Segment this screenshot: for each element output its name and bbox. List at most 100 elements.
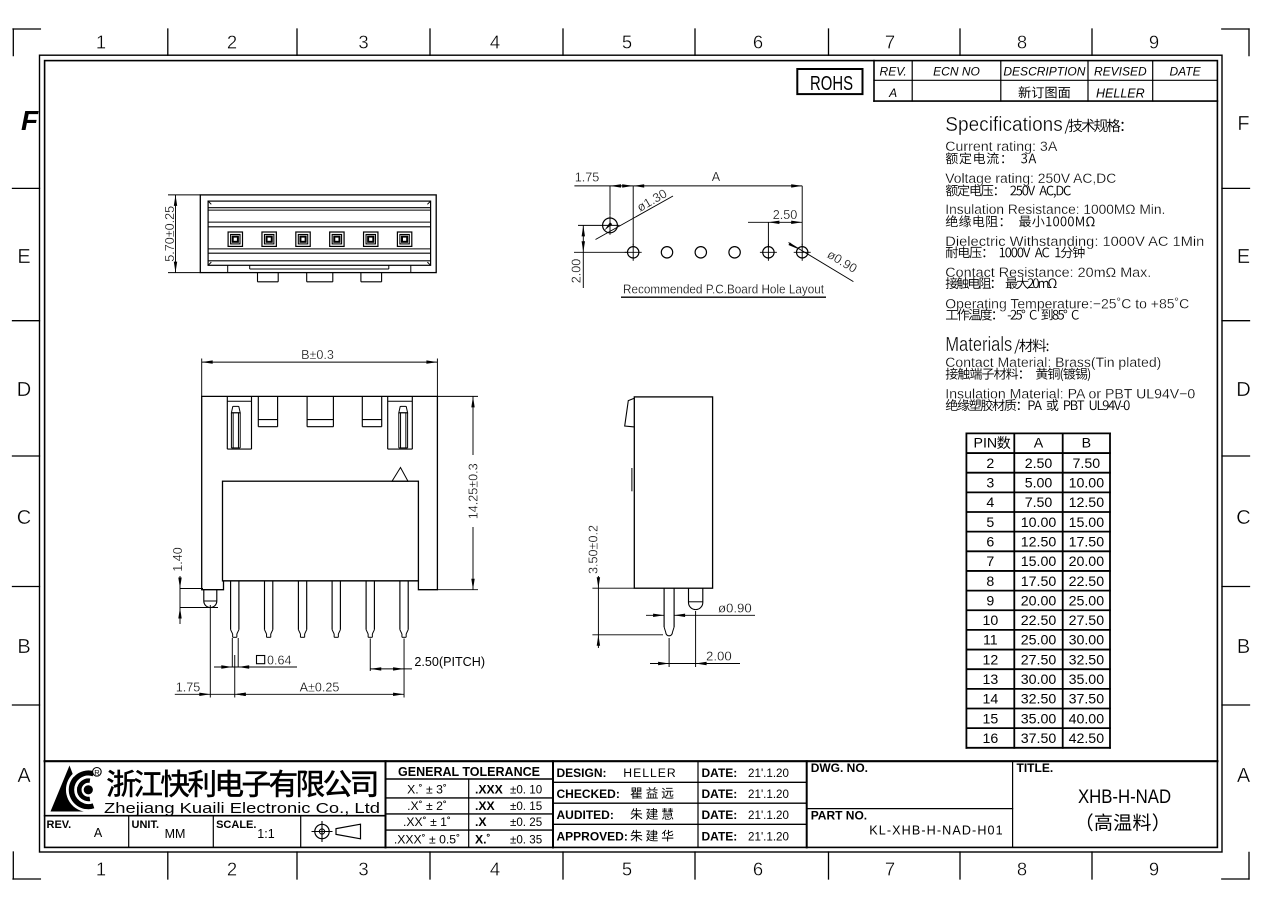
svg-text:4: 4: [490, 859, 500, 880]
svg-text:30.00: 30.00: [1069, 633, 1105, 649]
svg-text:Contact Material: Brass(Tin: Contact Material: Brass(Tin plated): [945, 355, 1161, 371]
svg-text:10.00: 10.00: [1069, 476, 1105, 492]
svg-text:±0. 25: ±0. 25: [510, 816, 542, 829]
svg-text:4: 4: [986, 495, 994, 511]
svg-text:±0. 35: ±0. 35: [510, 834, 542, 847]
svg-text:2: 2: [227, 32, 237, 53]
svg-text:DATE:: DATE:: [702, 787, 738, 801]
svg-text:9: 9: [1149, 859, 1159, 880]
svg-text:27.50: 27.50: [1069, 613, 1105, 629]
svg-text:R: R: [94, 768, 100, 777]
svg-text:6: 6: [753, 32, 763, 53]
svg-text:A: A: [712, 170, 721, 184]
svg-text:Specifications: Specifications: [945, 114, 1063, 136]
svg-text:32.50: 32.50: [1069, 652, 1105, 668]
svg-text:.XX˚ ± 1˚: .XX˚ ± 1˚: [403, 815, 451, 829]
svg-text:REV.: REV.: [880, 65, 907, 79]
svg-text:TITLE.: TITLE.: [1017, 761, 1054, 775]
svg-text:C: C: [1236, 507, 1250, 529]
svg-text:DWG. NO.: DWG. NO.: [811, 761, 868, 775]
svg-text:±0. 10: ±0. 10: [510, 784, 542, 797]
svg-text:Voltage rating: 250V AC,DC: Voltage rating: 250V AC,DC: [945, 171, 1116, 187]
svg-text:2.50(PITCH): 2.50(PITCH): [414, 655, 485, 669]
svg-text:A±0.25: A±0.25: [300, 680, 340, 694]
svg-text:2: 2: [986, 456, 994, 472]
svg-text:25.00: 25.00: [1069, 593, 1105, 609]
svg-text:DATE: DATE: [1169, 65, 1201, 79]
svg-text:37.50: 37.50: [1021, 731, 1057, 747]
svg-text:2.00: 2.00: [569, 259, 583, 284]
svg-text:21'.1.20: 21'.1.20: [748, 831, 789, 844]
svg-text:UNIT.: UNIT.: [132, 819, 160, 831]
svg-text:27.50: 27.50: [1021, 652, 1057, 668]
svg-text:3: 3: [986, 476, 994, 492]
svg-text:XHB-H-NAD: XHB-H-NAD: [1078, 786, 1171, 807]
svg-text:5: 5: [986, 515, 994, 531]
svg-text:40.00: 40.00: [1069, 711, 1105, 727]
svg-text:DESIGN:: DESIGN:: [557, 766, 607, 780]
svg-text:.XXX: .XXX: [475, 783, 504, 797]
svg-text:.X˚ ± 2˚: .X˚ ± 2˚: [407, 799, 447, 813]
svg-text:1:1: 1:1: [257, 827, 274, 841]
svg-text:±0. 15: ±0. 15: [510, 800, 542, 813]
svg-text:20.00: 20.00: [1021, 593, 1057, 609]
svg-text:6: 6: [986, 534, 994, 550]
svg-text:DATE:: DATE:: [702, 830, 738, 844]
svg-text:DATE:: DATE:: [702, 766, 738, 780]
svg-text:1.75: 1.75: [575, 171, 600, 185]
svg-text:Zhejiang Kuaili Electronic: Zhejiang Kuaili Electronic Co., Ltd: [104, 801, 380, 817]
svg-text:2.50: 2.50: [773, 208, 798, 222]
svg-text:10.00: 10.00: [1021, 515, 1057, 531]
svg-text:Operating Temperature:−25˚C: Operating Temperature:−25˚C to +85˚C: [945, 297, 1189, 313]
svg-text:REVISED: REVISED: [1094, 65, 1147, 79]
svg-text:1.40: 1.40: [171, 547, 185, 572]
svg-text:Insulation Material: PA or: Insulation Material: PA or PBT UL94V−0: [945, 386, 1195, 402]
svg-text:D: D: [17, 379, 31, 401]
svg-text:12.50: 12.50: [1021, 534, 1057, 550]
svg-text:KL-XHB-H-NAD-H01: KL-XHB-H-NAD-H01: [869, 823, 1003, 837]
svg-text:3: 3: [358, 32, 368, 53]
svg-text:9: 9: [1149, 32, 1159, 53]
svg-text:ø0.90: ø0.90: [718, 601, 752, 616]
svg-text:ECN NO: ECN NO: [933, 65, 980, 79]
svg-text:7: 7: [885, 859, 895, 880]
svg-text:6: 6: [753, 859, 763, 880]
svg-text:5: 5: [622, 859, 632, 880]
svg-text:17.50: 17.50: [1021, 574, 1057, 590]
svg-text:A: A: [888, 86, 897, 100]
svg-text:7: 7: [885, 32, 895, 53]
svg-text:2.50: 2.50: [1025, 456, 1053, 472]
svg-text:10: 10: [982, 613, 998, 629]
svg-text:F: F: [21, 105, 39, 136]
svg-text:HELLER: HELLER: [623, 766, 676, 780]
svg-text:SCALE.: SCALE.: [216, 819, 256, 831]
svg-text:8: 8: [1017, 859, 1027, 880]
svg-text:F: F: [1237, 113, 1249, 135]
svg-text:Current rating: 3A: Current rating: 3A: [945, 139, 1058, 155]
svg-text:15.00: 15.00: [1069, 515, 1105, 531]
svg-text:0.64: 0.64: [267, 653, 292, 667]
svg-text:22.50: 22.50: [1021, 613, 1057, 629]
svg-text:Dielectric Withstanding: 10: Dielectric Withstanding: 1000V AC 1Min: [945, 234, 1204, 250]
svg-text:AUDITED:: AUDITED:: [557, 808, 614, 822]
svg-text:42.50: 42.50: [1069, 731, 1105, 747]
svg-text:8: 8: [986, 574, 994, 590]
svg-text:.XX: .XX: [475, 799, 496, 813]
svg-text:12.50: 12.50: [1069, 495, 1105, 511]
svg-text:15.00: 15.00: [1021, 554, 1057, 570]
svg-text:22.50: 22.50: [1069, 574, 1105, 590]
svg-text:32.50: 32.50: [1021, 692, 1057, 708]
svg-text:5.00: 5.00: [1025, 476, 1053, 492]
svg-text:21'.1.20: 21'.1.20: [748, 788, 789, 801]
svg-text:GENERAL TOLERANCE: GENERAL TOLERANCE: [398, 765, 540, 779]
svg-text:35.00: 35.00: [1021, 711, 1057, 727]
svg-text:E: E: [17, 246, 30, 268]
svg-text:3.50±0.2: 3.50±0.2: [586, 525, 600, 574]
svg-text:5.70±0.25: 5.70±0.25: [163, 206, 177, 262]
svg-text:B: B: [1237, 636, 1250, 658]
svg-text:1.75: 1.75: [176, 680, 201, 694]
svg-text:X.˚ ± 3˚: X.˚ ± 3˚: [407, 783, 447, 797]
svg-text:35.00: 35.00: [1069, 672, 1105, 688]
svg-text:7.50: 7.50: [1025, 495, 1053, 511]
svg-text:Materials: Materials: [945, 334, 1012, 356]
